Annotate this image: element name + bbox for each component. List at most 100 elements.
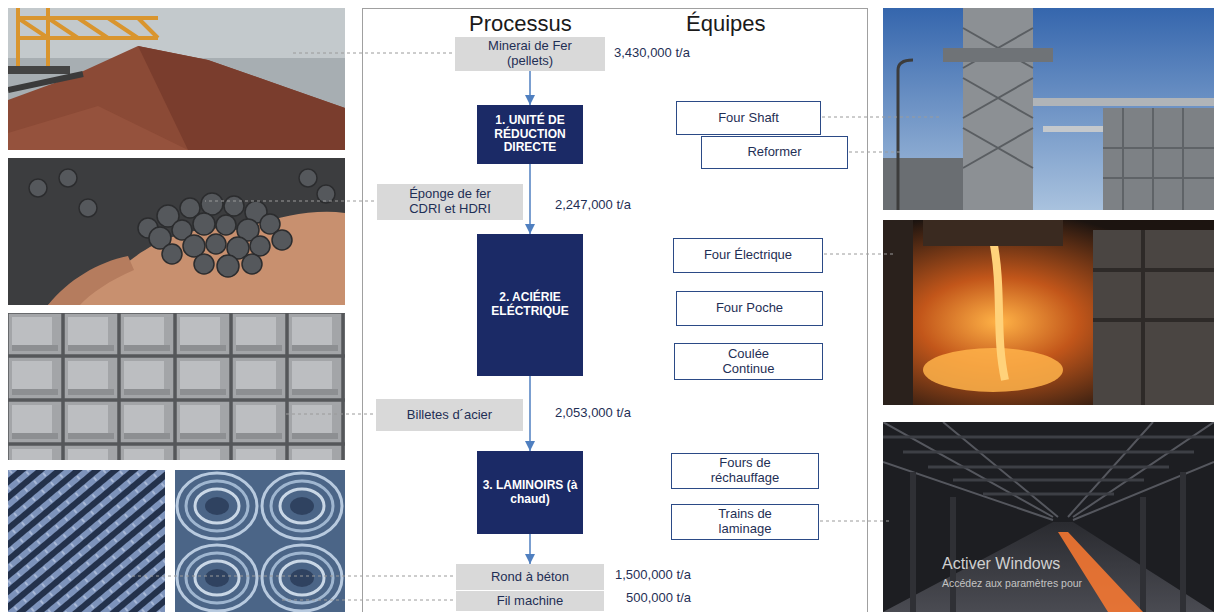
iron-ore-photo (8, 106, 188, 150)
equipment-box: Coulée Continue (674, 343, 823, 380)
watermark-text: Activer Windows (942, 555, 1060, 573)
pellets-photo (48, 256, 134, 305)
iron-ore-photo (8, 8, 345, 150)
tonnage-label: 3,430,000 t/a (614, 45, 690, 60)
leader-line (285, 414, 373, 415)
electric-furnace-photo (883, 220, 1214, 405)
box-text: Coulée Continue (717, 347, 781, 377)
process-box: 1. UNITÉ DE RÉDUCTION DIRECTE (477, 105, 583, 164)
tonnage-text: 3,430,000 t/a (614, 45, 690, 60)
pellets-photo (206, 234, 226, 254)
billets-photo (8, 313, 345, 460)
pellets-photo (272, 230, 292, 250)
billets-photo (8, 313, 345, 460)
pellets-photo (224, 196, 244, 216)
rolling-mill-photo (883, 422, 1214, 612)
equipment-box: Four Poche (676, 291, 823, 326)
leader-line (820, 521, 890, 522)
watermark: Accédez aux paramètres pour (942, 577, 1082, 589)
pellets-photo (242, 254, 262, 274)
rolling-mill-photo (1058, 532, 1143, 612)
leader-line (130, 576, 453, 577)
equipment-box: Trains de laminage (671, 504, 819, 540)
electric-furnace-photo (883, 220, 1214, 405)
tonnage-text: 2,247,000 t/a (555, 197, 631, 212)
tonnage-label: 1,500,000 t/a (615, 567, 691, 582)
wire-coil-photo (175, 470, 345, 612)
pellets-photo (162, 244, 182, 264)
electric-furnace-photo (993, 240, 1005, 380)
plant-photo (943, 48, 1053, 62)
pellets-photo (59, 169, 77, 187)
electric-furnace-photo (1093, 230, 1214, 405)
box-text: Fil machine (497, 594, 563, 609)
process-panel: ProcessusÉquipesMinerai de Fer (pellets)… (362, 8, 868, 612)
plant-photo (883, 8, 1214, 210)
plant-photo (1103, 108, 1214, 210)
box-text: Four Électrique (704, 248, 792, 263)
watermark-text: Accédez aux paramètres pour (942, 577, 1082, 589)
rebar-photo (8, 470, 165, 612)
plant-photo (1033, 98, 1214, 106)
pellets-photo (48, 212, 345, 305)
iron-ore-photo (8, 46, 345, 150)
flow-arrow (529, 71, 531, 105)
billets-photo (8, 313, 345, 460)
pellets-photo (250, 236, 270, 256)
product-box: Éponge de fer CDRI et HDRI (377, 184, 523, 220)
leader-line (824, 254, 895, 255)
pellets-photo (194, 254, 214, 274)
leader-line (849, 152, 900, 153)
iron-ore-photo (138, 46, 345, 150)
iron-ore-photo (8, 8, 345, 150)
column-header: Processus (469, 11, 686, 37)
pellets-photo (216, 215, 236, 235)
leader-line (130, 53, 940, 600)
pellets-photo (29, 169, 335, 277)
pellets-photo (193, 213, 215, 235)
plant-photo (883, 158, 963, 210)
box-text: Reformer (747, 145, 801, 160)
column-header: Équipes (686, 11, 836, 37)
rolling-mill-photo (913, 472, 1183, 612)
watermark: Activer Windows (942, 555, 1060, 573)
box-text: Éponge de fer CDRI et HDRI (400, 187, 500, 217)
box-text: 2. ACIÉRIE ELÉCTRIQUE (482, 291, 578, 319)
iron-ore-photo (8, 66, 70, 74)
box-text: 1. UNITÉ DE RÉDUCTION DIRECTE (482, 114, 578, 155)
plant-photo (963, 8, 1033, 210)
pellets-photo (317, 185, 335, 203)
equipment-box: Four Shaft (676, 101, 821, 135)
iron-ore-photo (18, 8, 158, 68)
rolling-mill-photo (883, 422, 1214, 612)
iron-ore-photo (8, 8, 345, 58)
box-text: Rond à béton (491, 570, 569, 585)
pellets-photo (8, 158, 345, 305)
iron-ore-photo (8, 74, 83, 90)
equipment-box: Fours de réchauffage (671, 453, 819, 489)
box-text: Fours de réchauffage (703, 456, 787, 486)
flow-arrow (529, 534, 531, 564)
box-text: Four Poche (716, 301, 783, 316)
tonnage-label: 2,247,000 t/a (555, 197, 631, 212)
electric-furnace-photo (923, 348, 1063, 392)
equipment-box: Reformer (701, 136, 848, 169)
pellets-photo (217, 255, 239, 277)
equipment-box: Four Électrique (673, 238, 823, 273)
plant-photo (1103, 108, 1214, 210)
rolling-mill-photo (883, 437, 1214, 494)
leader-line (290, 53, 452, 54)
tonnage-text: 1,500,000 t/a (615, 567, 691, 582)
leader-line (822, 117, 940, 118)
leader-line (280, 600, 453, 601)
rebar-photo (8, 470, 165, 612)
pellets-photo (8, 158, 345, 305)
box-text: Minerai de Fer (pellets) (480, 39, 580, 69)
product-box: Rond à béton (456, 564, 604, 590)
pellets-photo (79, 199, 97, 217)
flow-arrow (529, 164, 531, 234)
leader-line (205, 201, 374, 202)
box-text: Billetes d´acier (407, 408, 492, 423)
box-text: 3. LAMINOIRS (à chaud) (482, 479, 578, 507)
